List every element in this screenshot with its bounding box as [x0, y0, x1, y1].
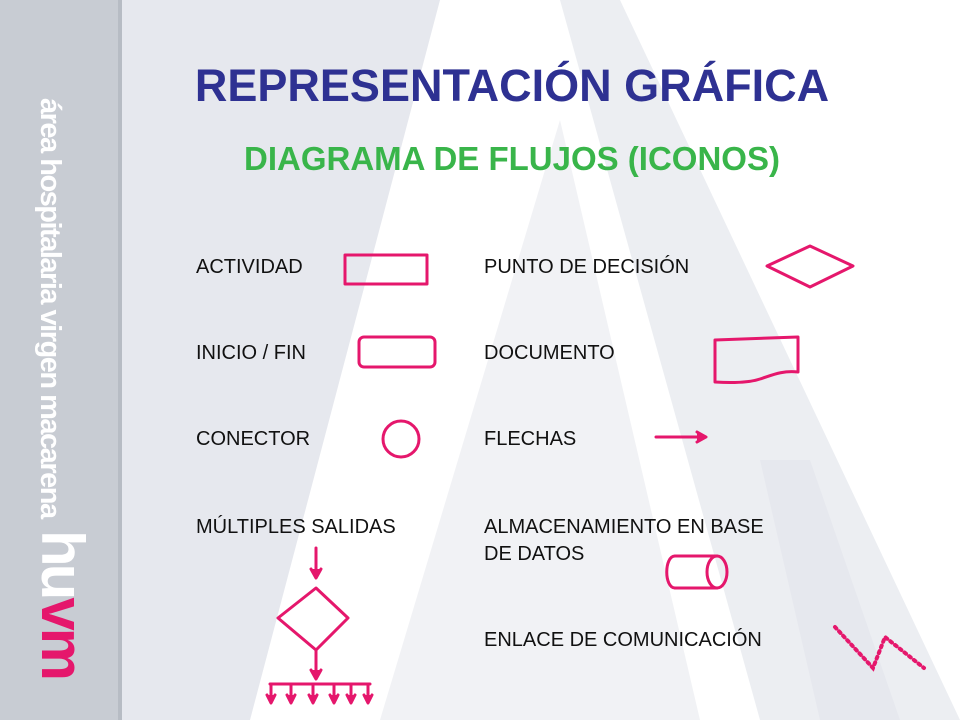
- label-punto-de-decision: PUNTO DE DECISIÓN: [484, 256, 690, 278]
- diamond-icon: [765, 244, 855, 289]
- document-icon: [713, 335, 800, 385]
- rounded-rectangle-icon: [357, 335, 437, 369]
- page-subtitle: DIAGRAMA DE FLUJOS (ICONOS): [244, 140, 780, 177]
- label-flechas: FLECHAS: [484, 428, 577, 450]
- arrow-icon: [654, 430, 708, 444]
- label-conector: CONECTOR: [196, 428, 311, 450]
- circle-icon: [381, 419, 421, 459]
- label-documento: DOCUMENTO: [484, 342, 615, 364]
- background-letter-shape: [380, 120, 700, 720]
- rectangle-icon: [343, 253, 429, 286]
- label-almacenamiento-line2: DE DATOS: [484, 543, 585, 565]
- background-letter-shape: [560, 0, 960, 720]
- database-cylinder-icon: [665, 554, 729, 590]
- label-almacenamiento-line1: ALMACENAMIENTO EN BASE: [484, 516, 764, 538]
- label-multiples-salidas: MÚLTIPLES SALIDAS: [196, 516, 396, 538]
- sidebar-band-edge: [118, 0, 122, 720]
- page-title: REPRESENTACIÓN GRÁFICA: [194, 60, 830, 111]
- sidebar-band: [0, 0, 118, 720]
- background-letter-shape: [760, 460, 900, 720]
- background-letter-shape: [120, 0, 440, 720]
- label-actividad: ACTIVIDAD: [196, 256, 303, 278]
- communication-link-icon: [833, 625, 926, 672]
- multiple-outputs-icon: [265, 546, 374, 705]
- label-enlace-de-comunicacion: ENLACE DE COMUNICACIÓN: [484, 629, 762, 651]
- label-inicio-fin: INICIO / FIN: [196, 342, 306, 364]
